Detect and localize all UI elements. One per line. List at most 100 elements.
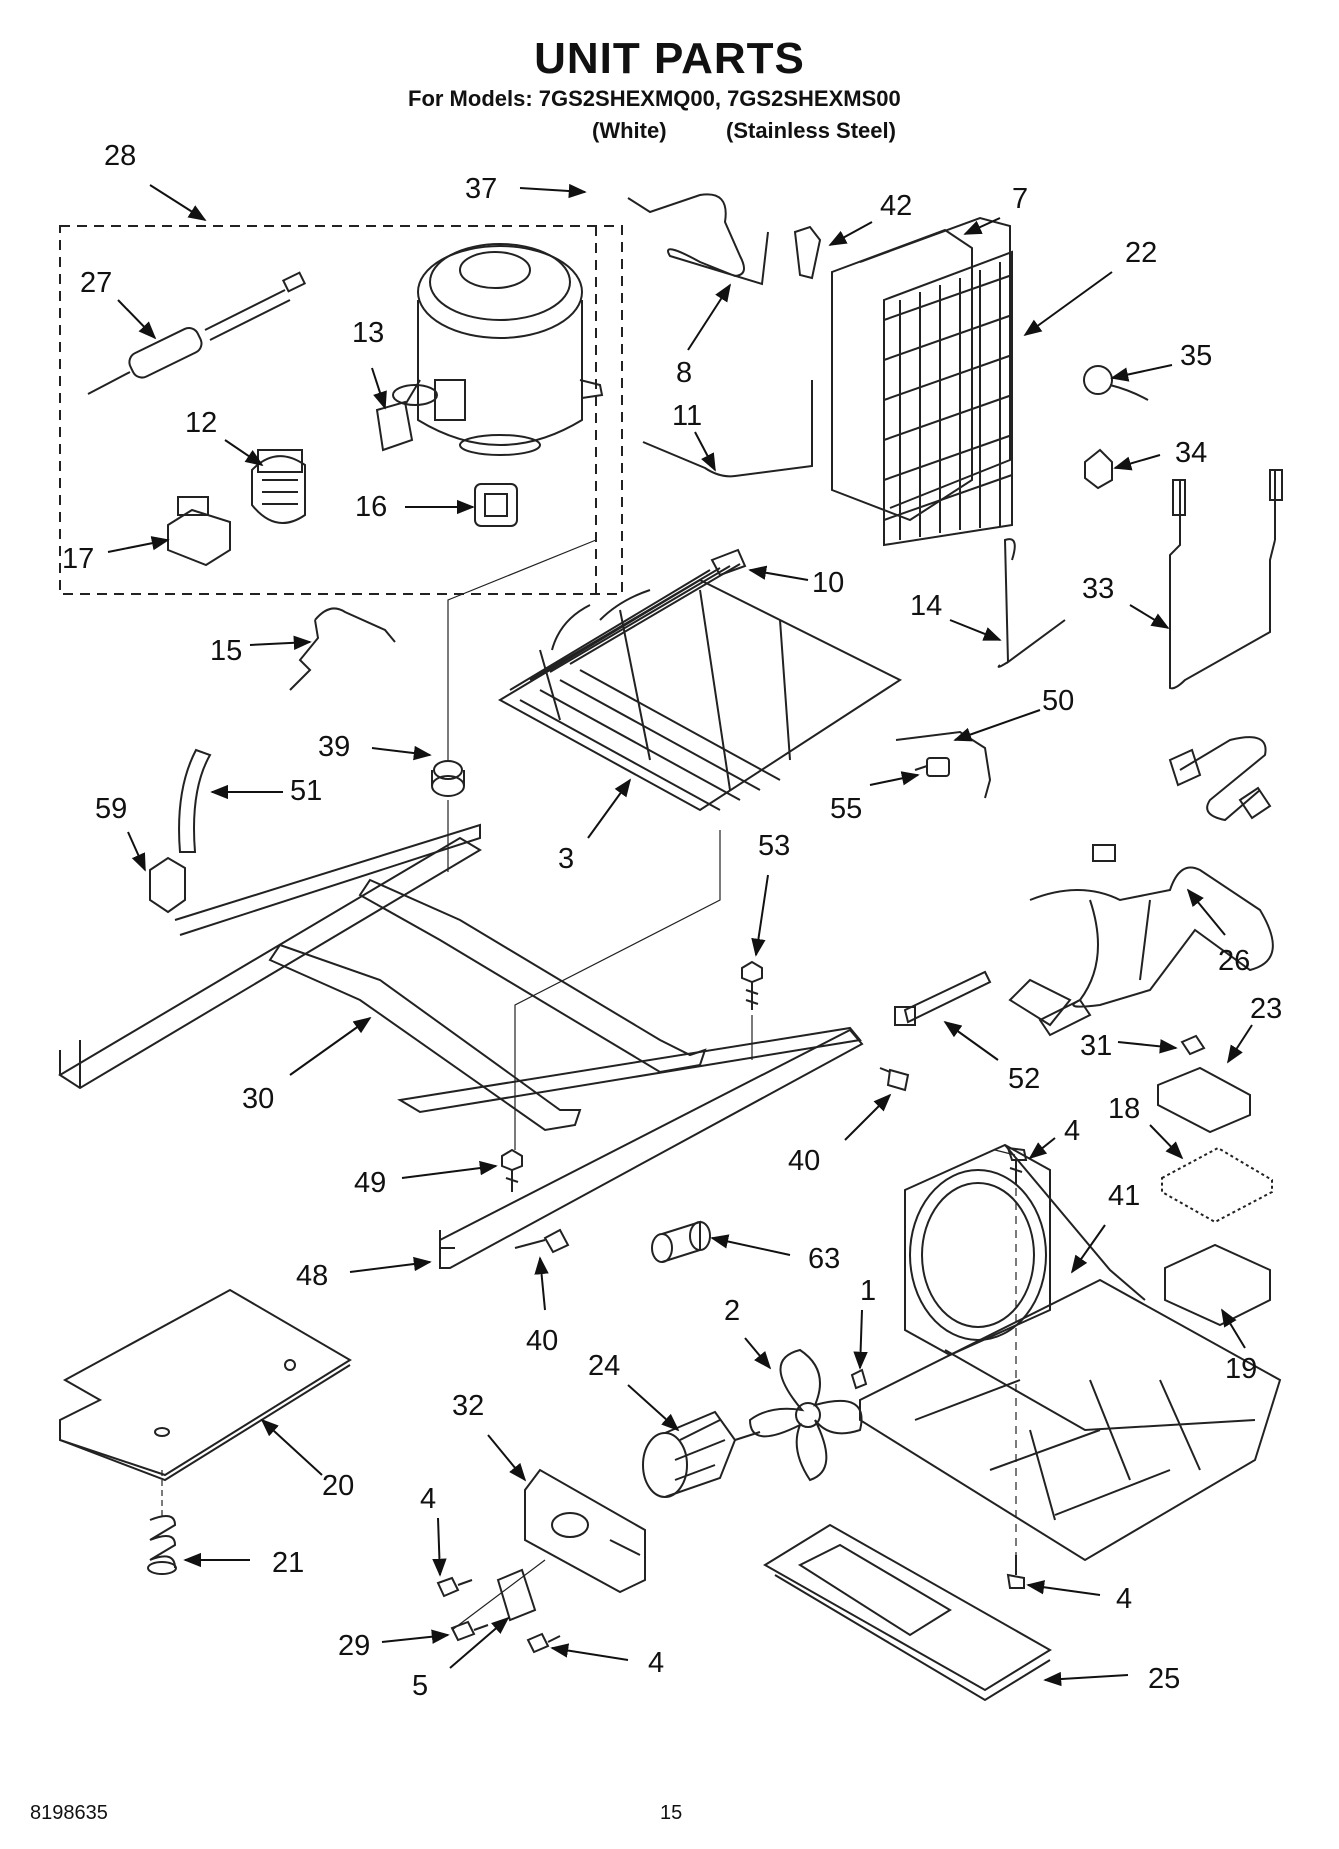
callout-28: 28: [104, 140, 136, 172]
leader-25: [1043, 1671, 1129, 1687]
leader-42: [828, 221, 873, 246]
leader-29: [381, 1629, 450, 1644]
leader-15: [249, 635, 312, 651]
screw-4-top: [1006, 1146, 1028, 1185]
callout-19: 19: [1225, 1353, 1257, 1385]
leader-49: [401, 1160, 498, 1179]
leader-19: [1221, 1308, 1246, 1349]
callout-2: 2: [724, 1295, 740, 1327]
leader-14: [949, 619, 1002, 641]
leader-34: [1113, 454, 1161, 471]
grommet: [431, 760, 465, 797]
evaporator-hanger: [997, 538, 1066, 668]
callout-4: 4: [1064, 1115, 1080, 1147]
fan-shroud: [904, 1143, 1146, 1357]
drain-pan: [763, 1523, 1052, 1702]
callout-42: 42: [880, 190, 912, 222]
callout-4: 4: [648, 1647, 664, 1679]
leader-39: [371, 745, 432, 761]
leader-13: [371, 367, 387, 410]
callout-20: 20: [322, 1470, 354, 1502]
leader-10: [748, 565, 809, 581]
callout-37: 37: [465, 173, 497, 205]
compressor-kit-box: [59, 225, 623, 595]
leader-22: [1023, 271, 1113, 337]
callout-34: 34: [1175, 437, 1207, 469]
callout-22: 22: [1125, 237, 1157, 269]
leader-30: [289, 1016, 372, 1076]
callout-24: 24: [588, 1350, 620, 1382]
control-cover: [1157, 1066, 1251, 1134]
motor-bracket: [524, 1468, 646, 1594]
leader-12: [224, 439, 264, 467]
callout-50: 50: [1042, 685, 1074, 717]
leader-8: [687, 283, 731, 351]
wire-clip: [1180, 1034, 1206, 1056]
leader-37: [519, 183, 587, 199]
callout-41: 41: [1108, 1180, 1140, 1212]
leader-53: [751, 874, 769, 957]
callout-11: 11: [672, 400, 702, 432]
callout-21: 21: [272, 1547, 304, 1579]
callout-25: 25: [1148, 1663, 1180, 1695]
control-box: [1164, 1243, 1271, 1327]
fan-clip: [850, 1368, 868, 1390]
callout-48: 48: [296, 1260, 328, 1292]
fan-motor: [642, 1410, 761, 1498]
callout-27: 27: [80, 267, 112, 299]
cable-tie: [894, 970, 992, 1026]
callout-4: 4: [420, 1483, 436, 1515]
relay-cover: [375, 400, 414, 452]
leader-35: [1110, 364, 1173, 382]
screw-49: [501, 1148, 523, 1192]
discharge-tube: [627, 193, 769, 286]
leader-3: [587, 778, 632, 839]
leader-50: [953, 709, 1041, 742]
leader-24: [627, 1384, 680, 1432]
callout-14: 14: [910, 590, 942, 622]
fan-blade: [748, 1348, 863, 1482]
callout-33: 33: [1082, 573, 1114, 605]
callout-32: 32: [452, 1390, 484, 1422]
leader-23: [1227, 1024, 1253, 1064]
screw-4-plate: [526, 1632, 561, 1654]
callout-13: 13: [352, 317, 384, 349]
leader-4c: [1026, 1580, 1101, 1596]
leader-59: [127, 831, 146, 872]
start-relay: [251, 449, 306, 524]
callout-26: 26: [1218, 945, 1250, 977]
leader-40a: [844, 1093, 892, 1141]
screw-53: [741, 960, 763, 1010]
compressor: [392, 243, 604, 456]
spacer: [651, 1220, 711, 1263]
callout-63: 63: [808, 1243, 840, 1275]
callout-51: 51: [290, 775, 322, 807]
callout-3: 3: [558, 843, 574, 875]
callout-35: 35: [1180, 340, 1212, 372]
defrost-thermostat: [1083, 365, 1149, 401]
hose-clip: [149, 856, 186, 914]
callout-49: 49: [354, 1167, 386, 1199]
callout-4: 4: [1116, 1583, 1132, 1615]
leader-1: [853, 1309, 868, 1370]
leader-63: [710, 1234, 791, 1256]
callout-53: 53: [758, 830, 790, 862]
drier: [87, 271, 307, 395]
screw-4-bracket: [436, 1576, 473, 1598]
leader-33: [1129, 604, 1170, 629]
callout-1: 1: [860, 1275, 876, 1307]
wire-harness: [1008, 736, 1274, 1037]
spring: [147, 1515, 177, 1575]
screw-40-lower: [514, 1228, 570, 1254]
callout-7: 7: [1012, 183, 1028, 215]
callout-55: 55: [830, 793, 862, 825]
screw-29: [450, 1620, 489, 1642]
callout-23: 23: [1250, 993, 1282, 1025]
leader-31: [1117, 1039, 1178, 1054]
callout-30: 30: [242, 1083, 274, 1115]
overload-protector: [167, 496, 231, 567]
leader-32: [487, 1434, 527, 1482]
variant-white: (White): [592, 118, 667, 143]
callout-29: 29: [338, 1630, 370, 1662]
leader-17: [107, 536, 170, 553]
